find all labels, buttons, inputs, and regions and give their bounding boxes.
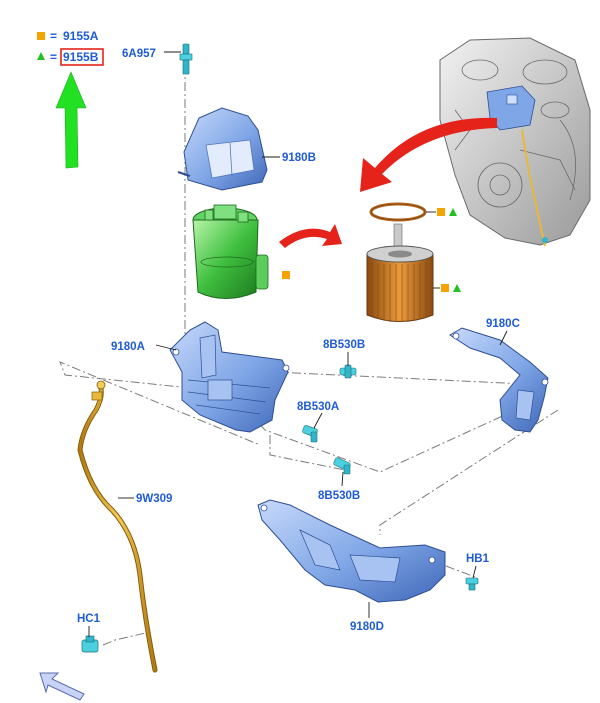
- filter-seal-ring[interactable]: [369, 202, 427, 222]
- filter-element-cartridge[interactable]: [366, 223, 434, 322]
- seal-ring-triangle-marker: [449, 208, 457, 216]
- label-8b530a: 8B530A: [297, 401, 339, 413]
- bracket-9180d[interactable]: [257, 499, 446, 603]
- legend-square-symbol: [37, 32, 45, 40]
- engine-locator-view: [439, 37, 591, 247]
- legend-triangle-symbol: [37, 52, 45, 60]
- label-8b530b-upper: 8B530B: [323, 339, 365, 351]
- legend-equals: =: [50, 29, 57, 43]
- cover-9180b[interactable]: [177, 107, 268, 191]
- label-hb1: HB1: [466, 553, 490, 565]
- filter-element-triangle-marker: [453, 284, 461, 292]
- label-9180b: 9180B: [282, 152, 316, 164]
- view-direction-arrow: [39, 672, 85, 701]
- label-9180d: 9180D: [350, 621, 384, 633]
- label-9w309: 9W309: [136, 493, 172, 505]
- filter-housing-square-marker: [282, 271, 290, 279]
- label-9180c: 9180C: [486, 318, 520, 330]
- label-hc1: HC1: [77, 613, 101, 625]
- clip-hc1[interactable]: [81, 635, 99, 653]
- legend-triangle-part: 9155B: [63, 50, 99, 64]
- label-8b530b-lower: 8B530B: [318, 490, 360, 502]
- legend-highlight-box: [60, 48, 104, 66]
- legend-equals-2: =: [50, 50, 57, 64]
- label-9180a: 9180A: [111, 341, 145, 353]
- legend: = 9155A = 9155B: [37, 29, 104, 66]
- filter-element-square-marker: [441, 284, 449, 292]
- sensor-6a957[interactable]: [179, 43, 193, 75]
- red-curved-arrow-large: [360, 117, 497, 192]
- label-6a957: 6A957: [122, 48, 156, 60]
- tube-9w309[interactable]: [77, 380, 158, 673]
- fuel-filter-housing[interactable]: [192, 204, 269, 299]
- seal-ring-square-marker: [437, 208, 445, 216]
- bolt-hb1[interactable]: [465, 577, 479, 591]
- red-curved-arrow-small: [279, 224, 342, 248]
- green-pointer-arrow: [55, 71, 87, 169]
- callout-labels: 6A957 9180B 9180A 9180C 8B530B 8B530A 8B…: [77, 48, 520, 633]
- bracket-9180a[interactable]: [169, 321, 290, 433]
- legend-square-part: 9155A: [63, 29, 99, 43]
- bracket-9180c[interactable]: [449, 327, 549, 433]
- connector-8b530a-middle[interactable]: [302, 425, 318, 443]
- leader-lines: [88, 51, 508, 637]
- connector-8b530b-lower[interactable]: [333, 457, 351, 475]
- connector-8b530b-upper[interactable]: [339, 364, 357, 379]
